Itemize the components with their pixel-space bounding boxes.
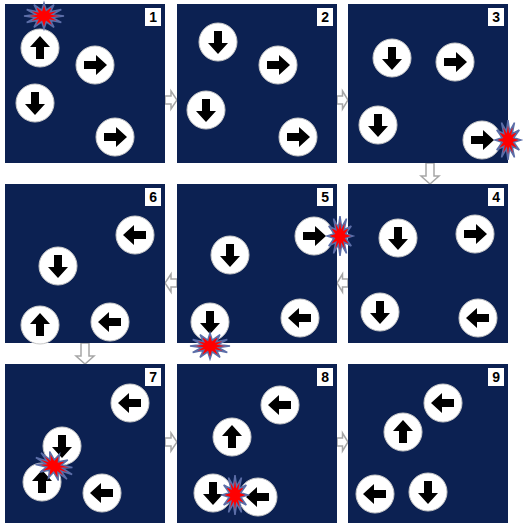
- particle: [436, 43, 474, 81]
- step-arrow: [421, 163, 439, 184]
- step-number: 9: [488, 368, 504, 386]
- particle: [281, 299, 319, 337]
- particle: [43, 427, 81, 465]
- particle: [279, 118, 317, 156]
- particle: [211, 236, 249, 274]
- sequence-panel: 3: [348, 4, 508, 163]
- particle: [384, 413, 422, 451]
- step-number: 6: [145, 188, 161, 206]
- step-number: 4: [488, 188, 504, 206]
- step-number: 8: [317, 368, 333, 386]
- step-number: 3: [488, 8, 504, 26]
- particle: [259, 46, 297, 84]
- step-arrow: [165, 91, 177, 109]
- collision-burst: [327, 216, 353, 256]
- sequence-panel: 4: [348, 184, 508, 343]
- sequence-panel: 1: [5, 4, 165, 163]
- particle: [424, 384, 462, 422]
- particle: [356, 475, 394, 513]
- particle: [456, 215, 494, 253]
- particle: [463, 121, 501, 159]
- particle: [83, 474, 121, 512]
- sequence-panel: 7: [5, 364, 165, 523]
- particle: [191, 303, 229, 341]
- collision-burst: [190, 333, 230, 359]
- particle: [409, 473, 447, 511]
- step-arrow: [337, 274, 348, 292]
- particle: [76, 46, 114, 84]
- collision-burst: [24, 3, 64, 29]
- step-arrow: [337, 433, 348, 451]
- particle: [361, 293, 399, 331]
- particle: [295, 217, 333, 255]
- particle: [91, 303, 129, 341]
- particle: [16, 84, 54, 122]
- particle: [213, 418, 251, 456]
- particle: [194, 474, 232, 512]
- particle: [239, 478, 277, 516]
- particle: [39, 247, 77, 285]
- particle: [359, 106, 397, 144]
- particle: [111, 384, 149, 422]
- collision-burst: [222, 475, 248, 515]
- sequence-panel: 2: [177, 4, 337, 163]
- step-arrow: [165, 433, 177, 451]
- sequence-panel: 6: [5, 184, 165, 343]
- particle: [261, 386, 299, 424]
- sequence-panel: 9: [348, 364, 508, 523]
- collision-burst: [495, 120, 521, 160]
- particle: [21, 306, 59, 344]
- sequence-panel: 5: [177, 184, 337, 343]
- particle: [373, 39, 411, 77]
- particle: [116, 216, 154, 254]
- particle: [96, 118, 134, 156]
- step-number: 2: [317, 8, 333, 26]
- collision-burst: [30, 446, 77, 486]
- step-number: 7: [145, 368, 161, 386]
- sequence-panel: 8: [177, 364, 337, 523]
- particle: [379, 219, 417, 257]
- step-number: 1: [145, 8, 161, 26]
- particle: [187, 91, 225, 129]
- step-number: 5: [317, 188, 333, 206]
- step-arrow: [337, 91, 348, 109]
- particle: [21, 29, 59, 67]
- particle: [199, 23, 237, 61]
- step-arrow: [165, 274, 177, 292]
- particle: [23, 463, 61, 501]
- particle: [459, 299, 497, 337]
- step-arrow: [76, 343, 94, 364]
